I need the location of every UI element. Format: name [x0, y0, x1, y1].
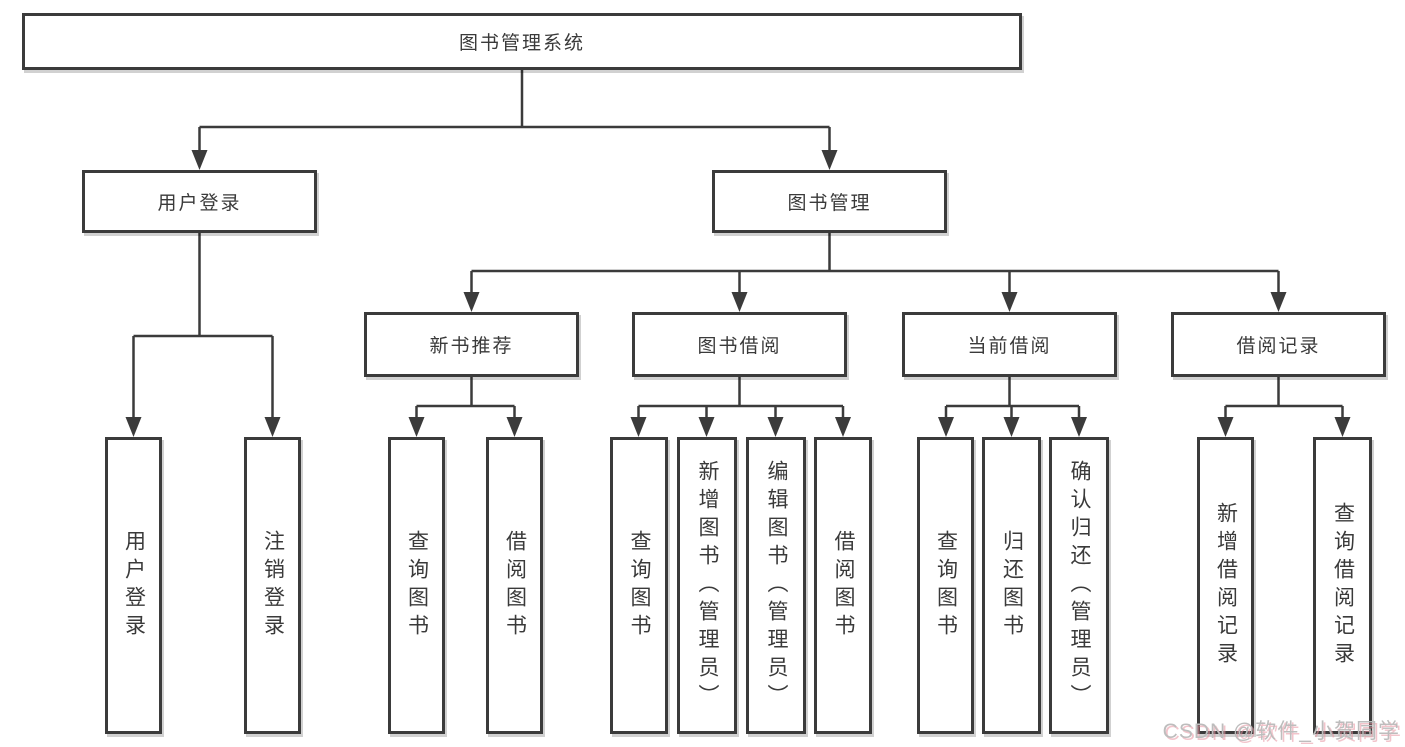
node-new-book-recommend: 新书推荐 — [364, 312, 579, 377]
node-borrow-records: 借阅记录 — [1171, 312, 1386, 377]
node-library-system: 图书管理系统 — [22, 13, 1022, 70]
leaf-add-borrow-record: 新增借阅记录 — [1197, 437, 1254, 734]
leaf-confirm-return-admin: 确认归还（管理员） — [1049, 437, 1109, 734]
leaf-edit-book-admin: 编辑图书（管理员） — [746, 437, 806, 734]
leaf-query-books-current: 查询图书 — [917, 437, 974, 734]
node-book-management: 图书管理 — [712, 170, 947, 233]
leaf-logout: 注销登录 — [244, 437, 301, 734]
leaf-add-book-admin: 新增图书（管理员） — [677, 437, 737, 734]
leaf-borrow-books: 借阅图书 — [814, 437, 872, 734]
leaf-user-login: 用户登录 — [105, 437, 162, 734]
leaf-query-borrow-record: 查询借阅记录 — [1313, 437, 1372, 734]
node-book-borrow: 图书借阅 — [632, 312, 847, 377]
csdn-watermark: CSDN @软件_小贺同学 — [1162, 720, 1400, 743]
node-current-borrow: 当前借阅 — [902, 312, 1117, 377]
leaf-return-book: 归还图书 — [982, 437, 1041, 734]
leaf-borrow-books-recommend: 借阅图书 — [486, 437, 543, 734]
leaf-query-books-borrow: 查询图书 — [610, 437, 668, 734]
node-user-login: 用户登录 — [82, 170, 317, 233]
leaf-query-books-recommend: 查询图书 — [388, 437, 445, 734]
